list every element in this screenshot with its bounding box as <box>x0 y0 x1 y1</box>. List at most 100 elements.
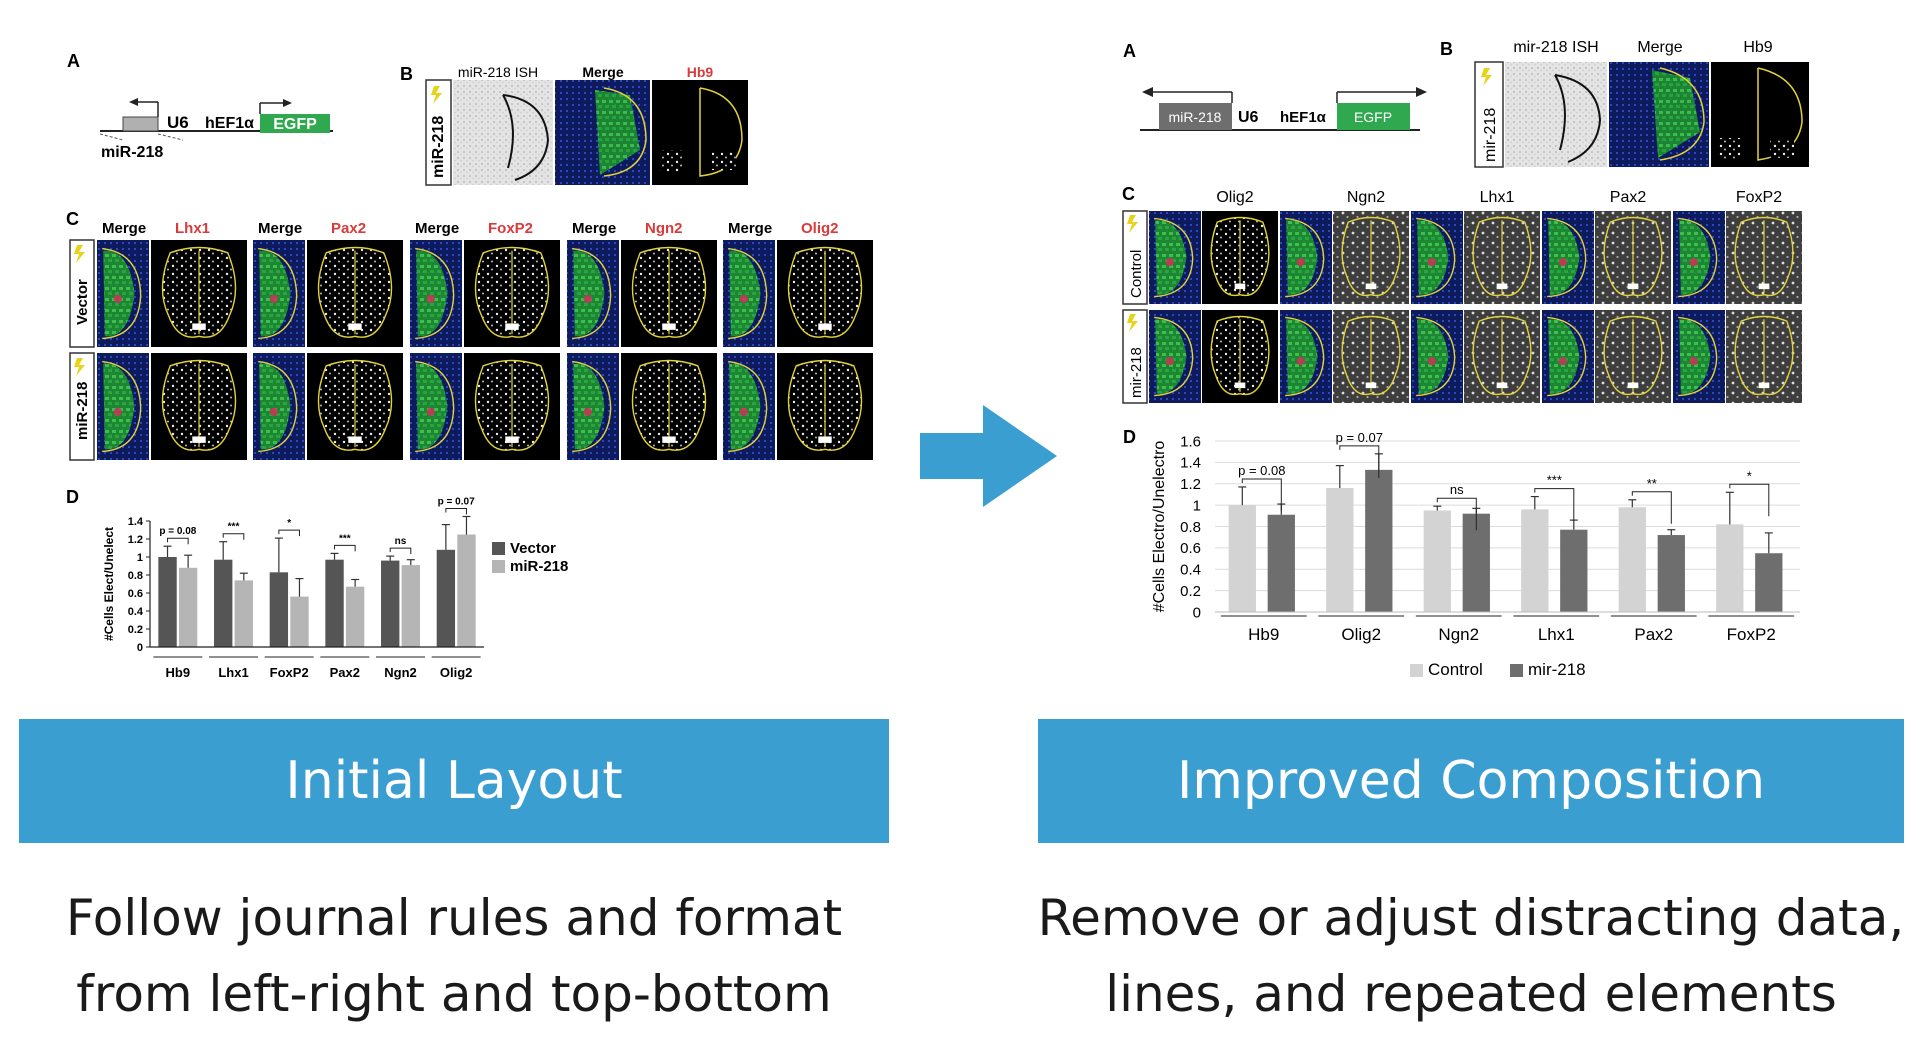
x-tick-label: Olig2 <box>440 665 473 680</box>
left-bar-chart: 00.20.40.60.811.21.4#Cells Elect/Unelect… <box>102 497 568 681</box>
floor-plate <box>1758 283 1770 290</box>
bar <box>325 559 344 647</box>
x-tick-label: Hb9 <box>1248 625 1279 644</box>
outline <box>1547 217 1587 298</box>
floor-plate <box>348 436 362 443</box>
mirna-box <box>122 116 159 132</box>
caption-line: lines, and repeated elements <box>1105 965 1837 1023</box>
red-signal <box>269 294 278 304</box>
y-tick-label: 0.4 <box>128 606 144 618</box>
row-label: Vector <box>74 279 91 325</box>
significance-label: * <box>1747 468 1752 483</box>
significance-label: p = 0.07 <box>1336 430 1383 445</box>
outline <box>572 360 612 453</box>
left-banner: Initial Layout <box>19 719 889 843</box>
column-header: miR-218 ISH <box>458 64 538 80</box>
outline <box>1154 316 1194 397</box>
column-header: Hb9 <box>687 64 714 80</box>
y-tick-label: 0.8 <box>128 570 143 582</box>
green-signal <box>1548 319 1580 394</box>
legend-swatch <box>1410 664 1423 677</box>
cord-outline <box>1472 216 1532 297</box>
green-signal <box>729 250 761 337</box>
outline <box>258 247 298 340</box>
outline <box>1547 316 1587 397</box>
column-header: Merge <box>572 220 616 237</box>
outline <box>1678 316 1718 397</box>
bar <box>158 557 177 647</box>
x-tick-label: Hb9 <box>166 665 191 680</box>
red-signal <box>583 294 592 304</box>
row-label: mir-218 <box>1482 108 1499 162</box>
right-panel-d: D 00.20.40.60.811.21.41.6#Cells Electro/… <box>1123 427 1800 679</box>
lightning-icon <box>431 86 442 104</box>
lightning-icon <box>1127 314 1138 332</box>
bar <box>1618 507 1646 612</box>
significance-label: *** <box>228 522 240 533</box>
y-tick-label: 1.2 <box>128 534 143 546</box>
floor-plate <box>192 323 206 330</box>
outline <box>572 247 612 340</box>
green-signal <box>1679 220 1711 295</box>
outline <box>1154 217 1194 298</box>
egfp-label: EGFP <box>273 116 317 133</box>
red-signal <box>269 407 278 417</box>
row-label-box <box>425 79 452 186</box>
lightning-icon <box>1127 215 1138 233</box>
arrow-right-icon <box>1416 87 1427 97</box>
row-labels: Vector miR-218 <box>69 239 95 461</box>
red-signal <box>426 407 435 417</box>
legend-swatch <box>1510 664 1523 677</box>
column-header: Merge <box>728 220 772 237</box>
column-header: Ngn2 <box>1347 189 1385 206</box>
bar <box>457 534 476 647</box>
green-signal <box>1548 220 1580 295</box>
column-header-marker: Lhx1 <box>175 220 210 237</box>
legend-swatch <box>492 560 505 573</box>
column-header: mir-218 ISH <box>1513 39 1598 56</box>
green-signal <box>1417 319 1449 394</box>
promoter-label: hEF1α <box>1280 109 1327 126</box>
bar <box>1365 469 1393 612</box>
y-tick-label: 1 <box>1193 497 1201 514</box>
significance-label: ns <box>395 536 407 547</box>
x-tick-label: Olig2 <box>1341 625 1381 644</box>
green-signal <box>729 363 761 450</box>
legend-label: Vector <box>510 540 556 557</box>
red-signal <box>113 294 122 304</box>
green-signal <box>259 250 291 337</box>
y-tick-label: 1.4 <box>128 516 144 528</box>
ish-image <box>1505 62 1607 167</box>
right-banner-title: Improved Composition <box>1176 751 1766 811</box>
panel-letter: B <box>1440 39 1453 59</box>
y-tick-label: 0.2 <box>128 624 143 636</box>
significance-label: p = 0.08 <box>1238 463 1285 478</box>
arrow-right-icon <box>920 405 1057 507</box>
outline <box>1678 217 1718 298</box>
significance-bracket <box>389 547 412 555</box>
cord-outline <box>1734 216 1794 297</box>
column-header: Merge <box>258 220 302 237</box>
floor-plate <box>505 436 519 443</box>
outline <box>1285 316 1325 397</box>
significance-bracket <box>1339 445 1380 478</box>
y-tick-label: 0.4 <box>1180 562 1201 579</box>
red-signal <box>1427 356 1436 366</box>
legend-swatch <box>492 542 505 555</box>
promoter-label: hEF1α <box>205 115 254 132</box>
significance-bracket <box>445 508 467 515</box>
green-signal <box>1417 220 1449 295</box>
cord-outline <box>1603 315 1663 396</box>
cord-outline <box>1603 216 1663 297</box>
floor-plate <box>1365 283 1377 290</box>
red-signal <box>739 294 748 304</box>
outline <box>728 360 768 453</box>
x-tick-label: Pax2 <box>1634 625 1673 644</box>
egfp-box <box>1337 103 1410 130</box>
x-tick-label: Lhx1 <box>218 665 248 680</box>
right-bar-chart: 00.20.40.60.811.21.41.6#Cells Electro/Un… <box>1151 430 1800 679</box>
lightning-icon <box>1481 68 1492 86</box>
green-signal <box>259 363 291 450</box>
right-banner: Improved Composition <box>1038 719 1904 843</box>
mirna-label: miR-218 <box>1169 109 1222 125</box>
